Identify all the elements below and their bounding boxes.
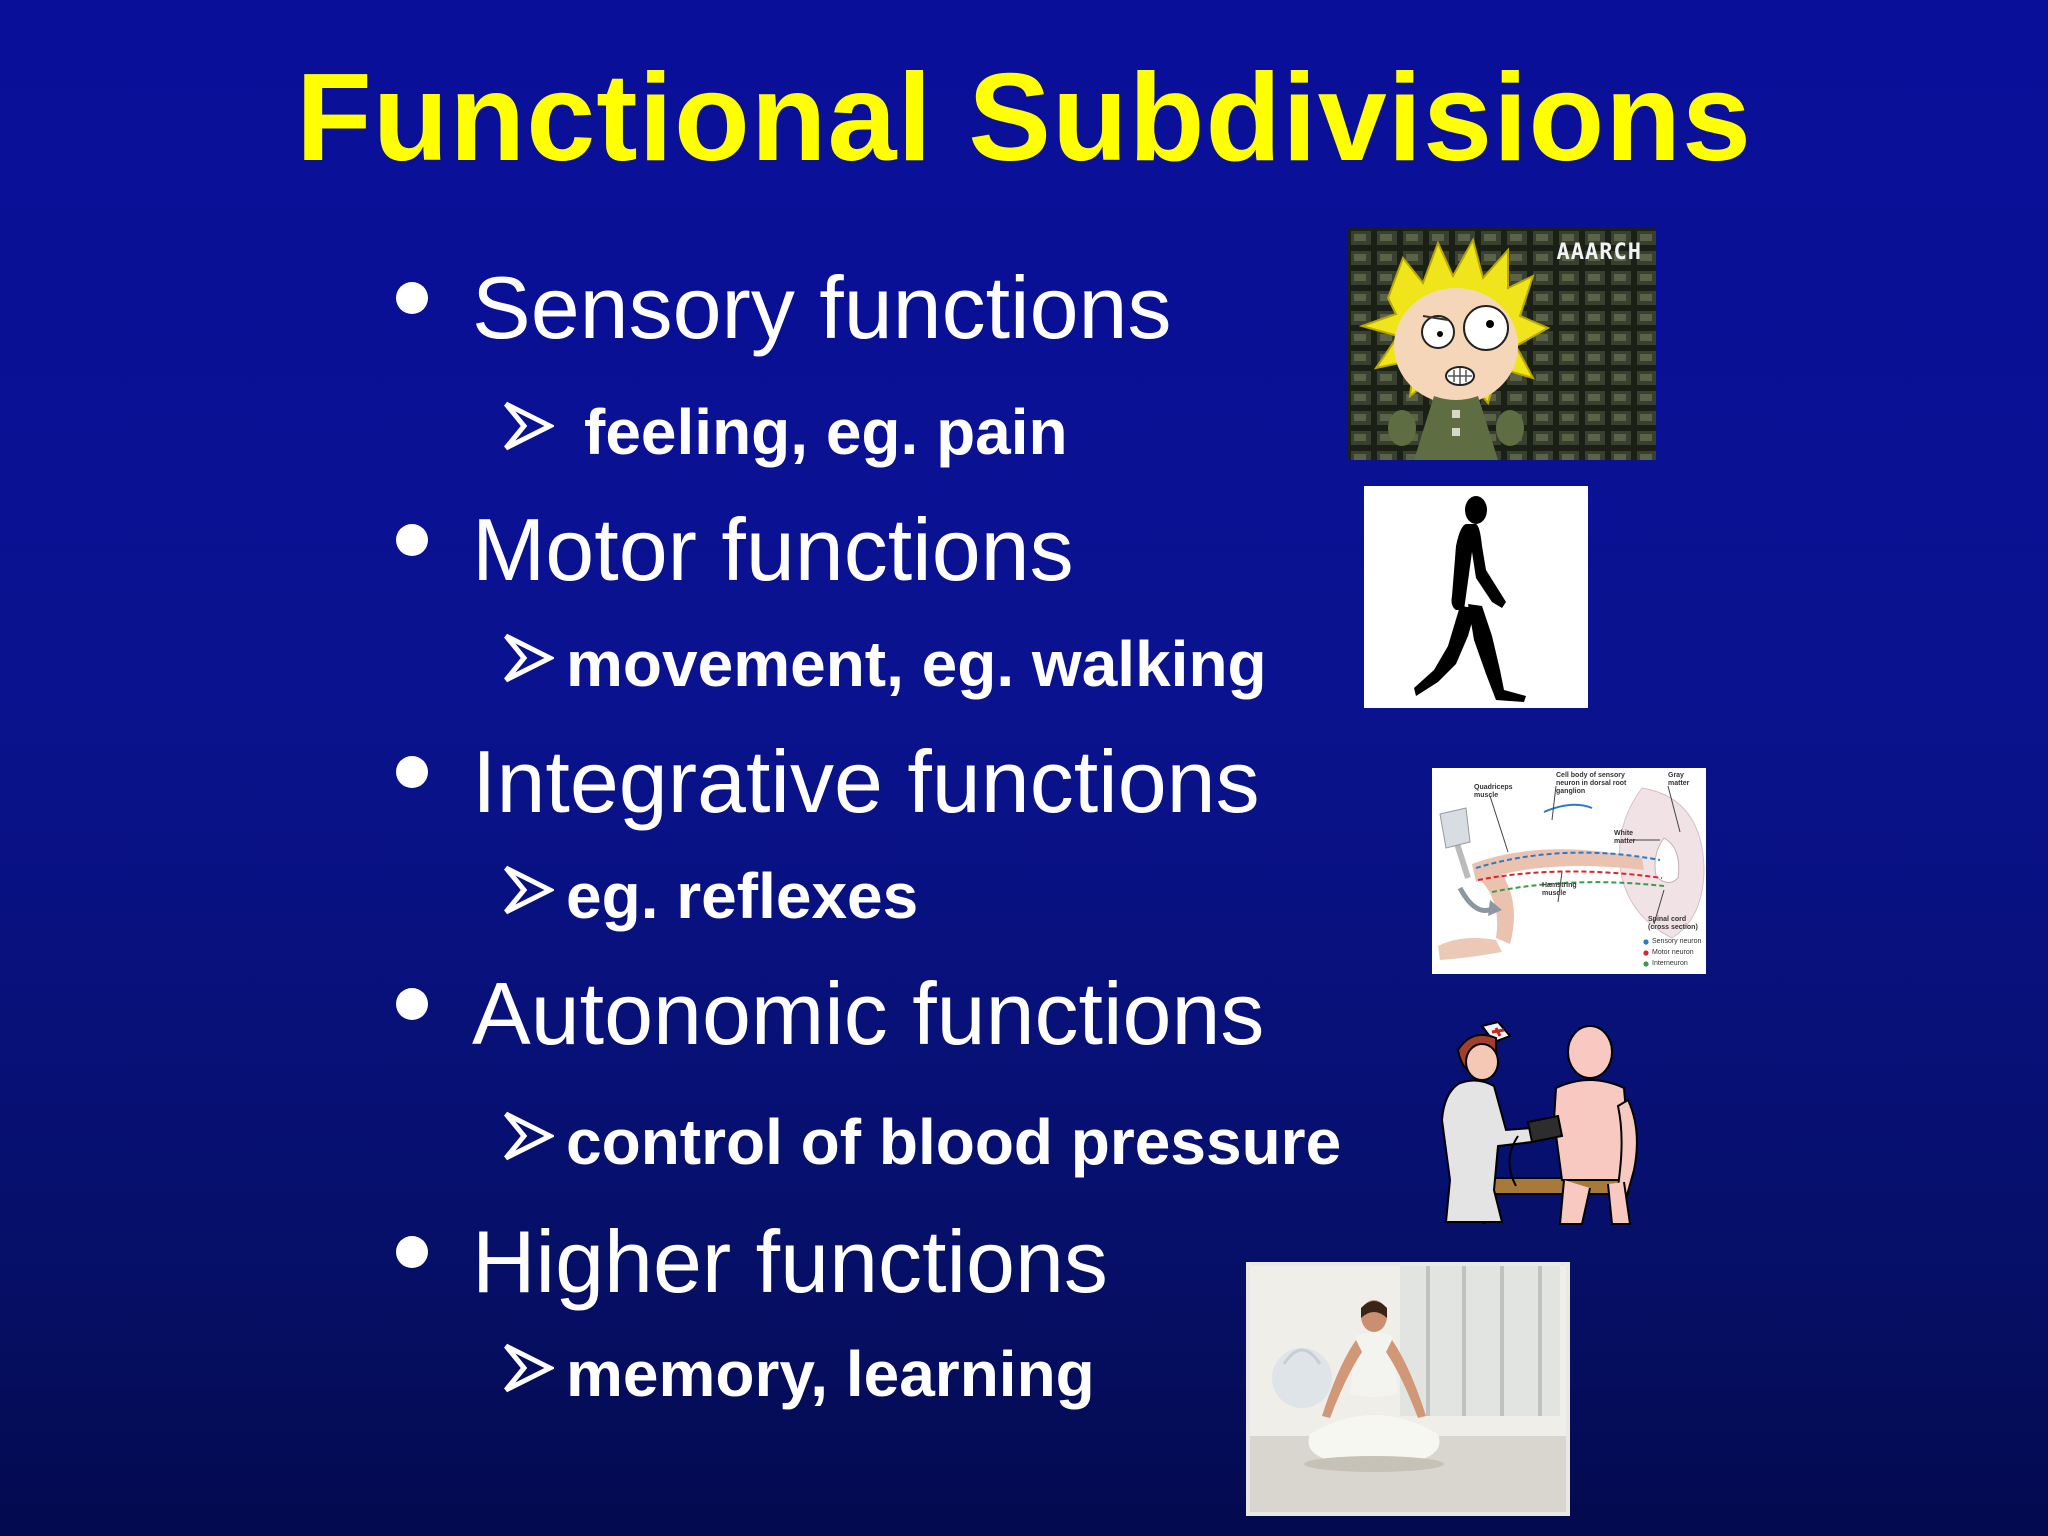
sub-bullet-text: eg. reflexes [566, 860, 919, 932]
legend-motor: Motor neuron [1652, 949, 1694, 956]
label-gray-matter: Gray matter [1668, 772, 1690, 787]
arrowhead-icon [504, 633, 554, 683]
bullet-motor: Motor functions [396, 500, 1074, 600]
reflex-arc-diagram-image: Quadriceps muscle Cell body of sensory n… [1432, 768, 1706, 974]
arrowhead-icon [504, 1343, 554, 1393]
label-hamstring: Hamstring muscle [1542, 882, 1577, 897]
bullet-sensory: Sensory functions [396, 258, 1172, 358]
label-cell-body: Cell body of sensory neuron in dorsal ro… [1556, 772, 1627, 795]
bullet-dot-icon [396, 988, 428, 1020]
sub-bullet-text: movement, eg. walking [566, 628, 1267, 700]
bullet-dot-icon [396, 282, 428, 314]
sub-bullet-text: memory, learning [566, 1338, 1095, 1410]
bullet-text: Motor functions [472, 500, 1074, 599]
bullet-autonomic: Autonomic functions [396, 964, 1264, 1064]
cartoon-caption: AAARCH [1556, 240, 1642, 265]
arrowhead-icon [504, 401, 554, 451]
reflex-arc-illustration [1438, 785, 1705, 967]
walking-silhouette-image [1364, 486, 1588, 708]
sub-bullet-motor: movement, eg. walking [502, 626, 1267, 702]
sub-bullet-autonomic: control of blood pressure [502, 1104, 1341, 1180]
arrowhead-icon [504, 1111, 554, 1161]
arrowhead-icon [504, 865, 554, 915]
bullet-higher: Higher functions [396, 1212, 1108, 1312]
meditation-illustration [1250, 1266, 1566, 1512]
bullet-dot-icon [396, 524, 428, 556]
bullet-dot-icon [396, 1236, 428, 1268]
slide-title: Functional Subdivisions [296, 49, 1752, 187]
legend-interneuron: Interneuron [1652, 960, 1688, 967]
cartoon-illustration [1348, 228, 1656, 460]
bullet-integrative: Integrative functions [396, 732, 1260, 832]
bullet-text: Higher functions [472, 1212, 1108, 1311]
bullet-dot-icon [396, 756, 428, 788]
sub-bullet-sensory: feeling, eg. pain [502, 394, 1068, 470]
sub-bullet-text: control of blood pressure [566, 1106, 1342, 1178]
cartoon-pain-image: AAARCH [1348, 228, 1656, 460]
label-white-matter: White matter [1614, 830, 1636, 845]
sub-bullet-integrative: eg. reflexes [502, 858, 918, 934]
label-spinal-cord: Spinal cord (cross section) [1648, 916, 1698, 931]
meditation-photo-image [1246, 1262, 1570, 1516]
label-quadriceps: Quadriceps muscle [1474, 784, 1513, 799]
walking-person-icon [1414, 496, 1526, 702]
bullet-text: Integrative functions [472, 732, 1260, 831]
bullet-text: Sensory functions [472, 258, 1172, 357]
legend-sensory: Sensory neuron [1652, 938, 1702, 945]
bullet-text: Autonomic functions [472, 964, 1265, 1063]
sub-bullet-higher: memory, learning [502, 1336, 1095, 1412]
sub-bullet-text: feeling, eg. pain [584, 396, 1068, 468]
blood-pressure-clipart-image [1432, 1010, 1642, 1228]
nurse-patient-illustration [1440, 1020, 1638, 1225]
